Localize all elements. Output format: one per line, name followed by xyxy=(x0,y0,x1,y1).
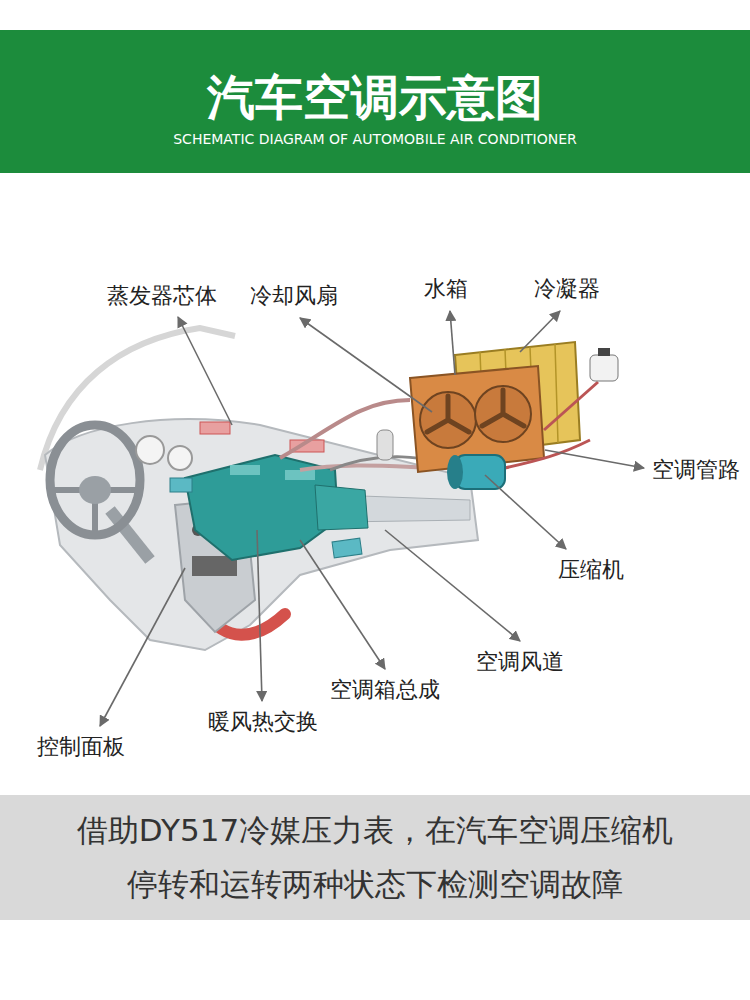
caption: 借助DY517冷媒压力表，在汽车空调压缩机 停转和运转两种状态下检测空调故障 xyxy=(65,803,685,911)
ac-box-block xyxy=(315,485,368,530)
vent xyxy=(332,538,362,558)
reservoir-cap xyxy=(598,348,610,356)
leader-line xyxy=(385,530,520,641)
part-label: 空调管路 xyxy=(652,456,740,484)
leader-line xyxy=(300,540,385,669)
pipe xyxy=(505,440,590,468)
dashboard xyxy=(45,419,478,650)
gauge xyxy=(168,446,192,470)
vent xyxy=(230,465,260,475)
part-label: 压缩机 xyxy=(558,556,624,584)
part-label: 水箱 xyxy=(424,275,468,303)
header-band xyxy=(0,30,750,173)
pipe xyxy=(544,382,598,430)
leader-line xyxy=(100,568,185,726)
title: 汽车空调示意图 xyxy=(0,68,750,126)
vent xyxy=(170,478,192,492)
part-label: 空调箱总成 xyxy=(330,676,440,704)
gauge xyxy=(136,436,164,464)
part-label: 冷凝器 xyxy=(534,275,600,303)
part-label: 蒸发器芯体 xyxy=(107,282,217,310)
leader-line xyxy=(485,475,566,549)
leader-lines xyxy=(100,311,644,726)
caption-band xyxy=(0,795,750,920)
vent xyxy=(285,470,315,480)
front-module xyxy=(410,342,618,489)
subtitle: SCHEMATIC DIAGRAM OF AUTOMOBILE AIR COND… xyxy=(0,131,750,149)
red-vent xyxy=(200,422,230,434)
reservoir xyxy=(590,355,618,381)
leader-line xyxy=(545,450,644,468)
ac-box-body xyxy=(185,455,338,560)
wheel-hub xyxy=(79,476,111,504)
leader-line xyxy=(300,318,432,412)
part-label: 冷却风扇 xyxy=(250,282,338,310)
steering-wheel xyxy=(50,425,140,535)
leader-line xyxy=(178,317,232,425)
part-label: 暖风热交换 xyxy=(208,708,318,736)
leader-line xyxy=(450,311,455,375)
leader-line xyxy=(257,530,262,701)
fan-blades xyxy=(427,390,524,432)
accumulator xyxy=(377,430,393,460)
part-label: 控制面板 xyxy=(37,733,125,761)
leader-line xyxy=(520,311,560,352)
compressor-pulley xyxy=(447,455,463,489)
part-label: 空调风道 xyxy=(476,648,564,676)
